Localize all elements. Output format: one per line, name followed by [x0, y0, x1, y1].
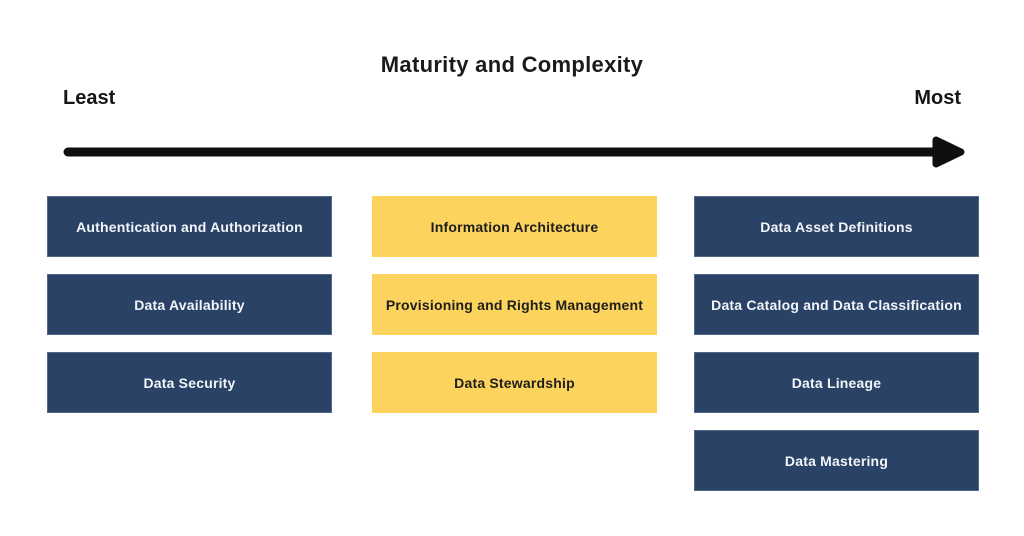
capability-box-provisioning-rights-management: Provisioning and Rights Management [372, 274, 657, 335]
axis-label-least: Least [63, 87, 116, 109]
capability-box-data-security: Data Security [47, 352, 332, 413]
column-least-mature: Authentication and Authorization Data Av… [47, 196, 332, 413]
capability-box-data-catalog-classification: Data Catalog and Data Classification [694, 274, 979, 335]
capability-box-information-architecture: Information Architecture [372, 196, 657, 257]
capability-box-data-availability: Data Availability [47, 274, 332, 335]
column-most-mature: Data Asset Definitions Data Catalog and … [694, 196, 979, 491]
capability-box-data-lineage: Data Lineage [694, 352, 979, 413]
column-mid-mature: Information Architecture Provisioning an… [372, 196, 657, 413]
capability-box-data-asset-definitions: Data Asset Definitions [694, 196, 979, 257]
capability-box-data-mastering: Data Mastering [694, 430, 979, 491]
axis-label-most: Most [914, 87, 961, 109]
capability-box-data-stewardship: Data Stewardship [372, 352, 657, 413]
capability-box-authentication-authorization: Authentication and Authorization [47, 196, 332, 257]
diagram-title: Maturity and Complexity [380, 52, 644, 77]
maturity-arrow-icon [63, 136, 965, 168]
